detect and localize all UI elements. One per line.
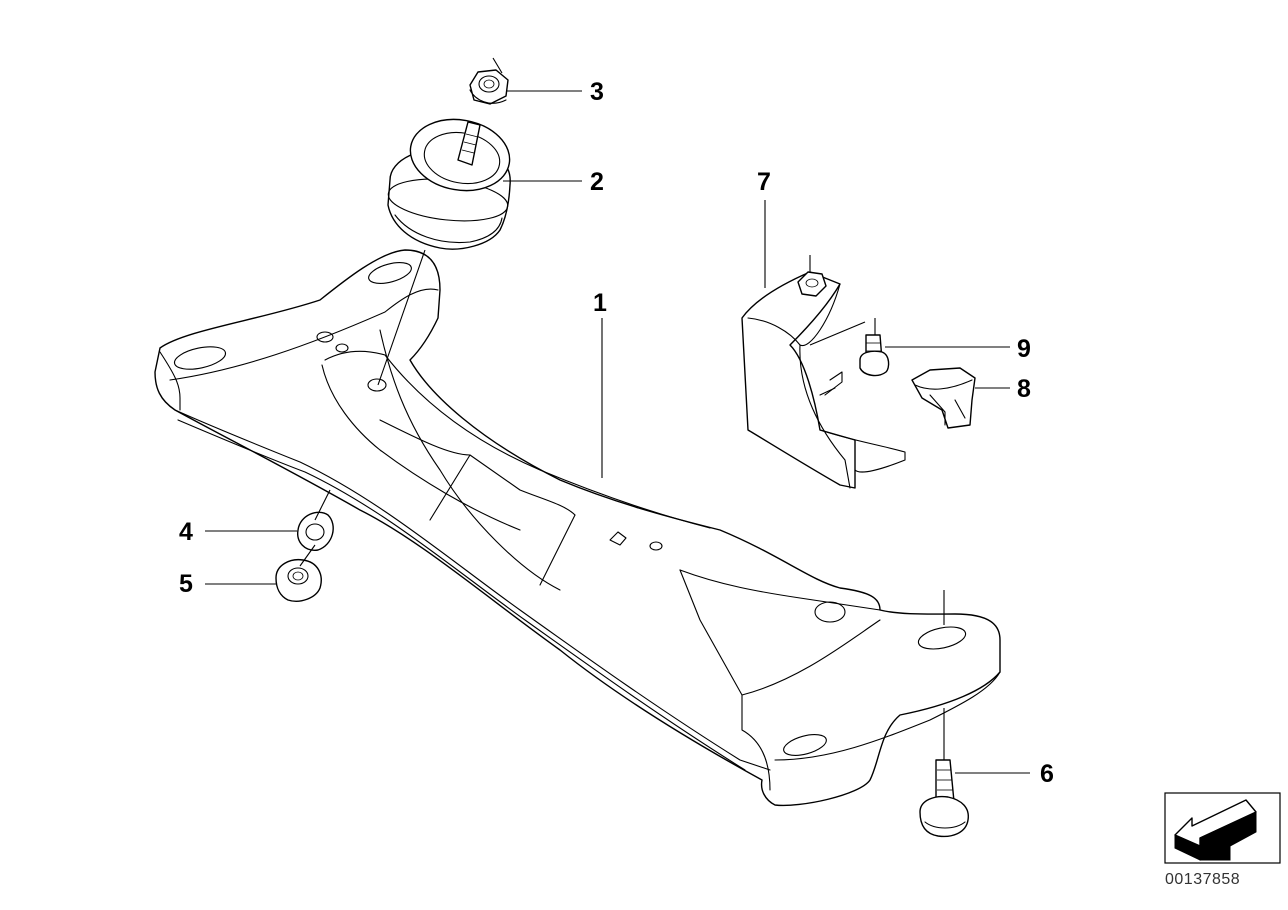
callout-8: 8 <box>1017 375 1031 403</box>
callout-6: 6 <box>1040 760 1054 788</box>
crossmember-part <box>154 249 1001 807</box>
callout-5: 5 <box>179 570 193 598</box>
callout-2: 2 <box>590 168 604 196</box>
callout-7: 7 <box>757 168 771 196</box>
callout-1: 1 <box>593 289 607 317</box>
bolt-part <box>919 759 969 838</box>
document-number: 00137858 <box>1165 871 1240 888</box>
clip-part <box>911 367 976 429</box>
washer-part <box>297 511 334 551</box>
callout-4: 4 <box>179 518 193 546</box>
callout-3: 3 <box>590 78 604 106</box>
bracket-part <box>741 271 906 489</box>
hex-nut-part <box>469 69 509 105</box>
flange-nut-part <box>275 558 322 602</box>
callout-labels: 1 2 3 4 5 6 7 8 9 <box>179 78 1054 788</box>
rubber-mount-part <box>387 118 511 250</box>
arrow-down-left-icon[interactable] <box>1164 792 1281 864</box>
callout-9: 9 <box>1017 335 1031 363</box>
small-bolt-part <box>859 334 890 377</box>
leader-lines <box>205 57 1030 774</box>
